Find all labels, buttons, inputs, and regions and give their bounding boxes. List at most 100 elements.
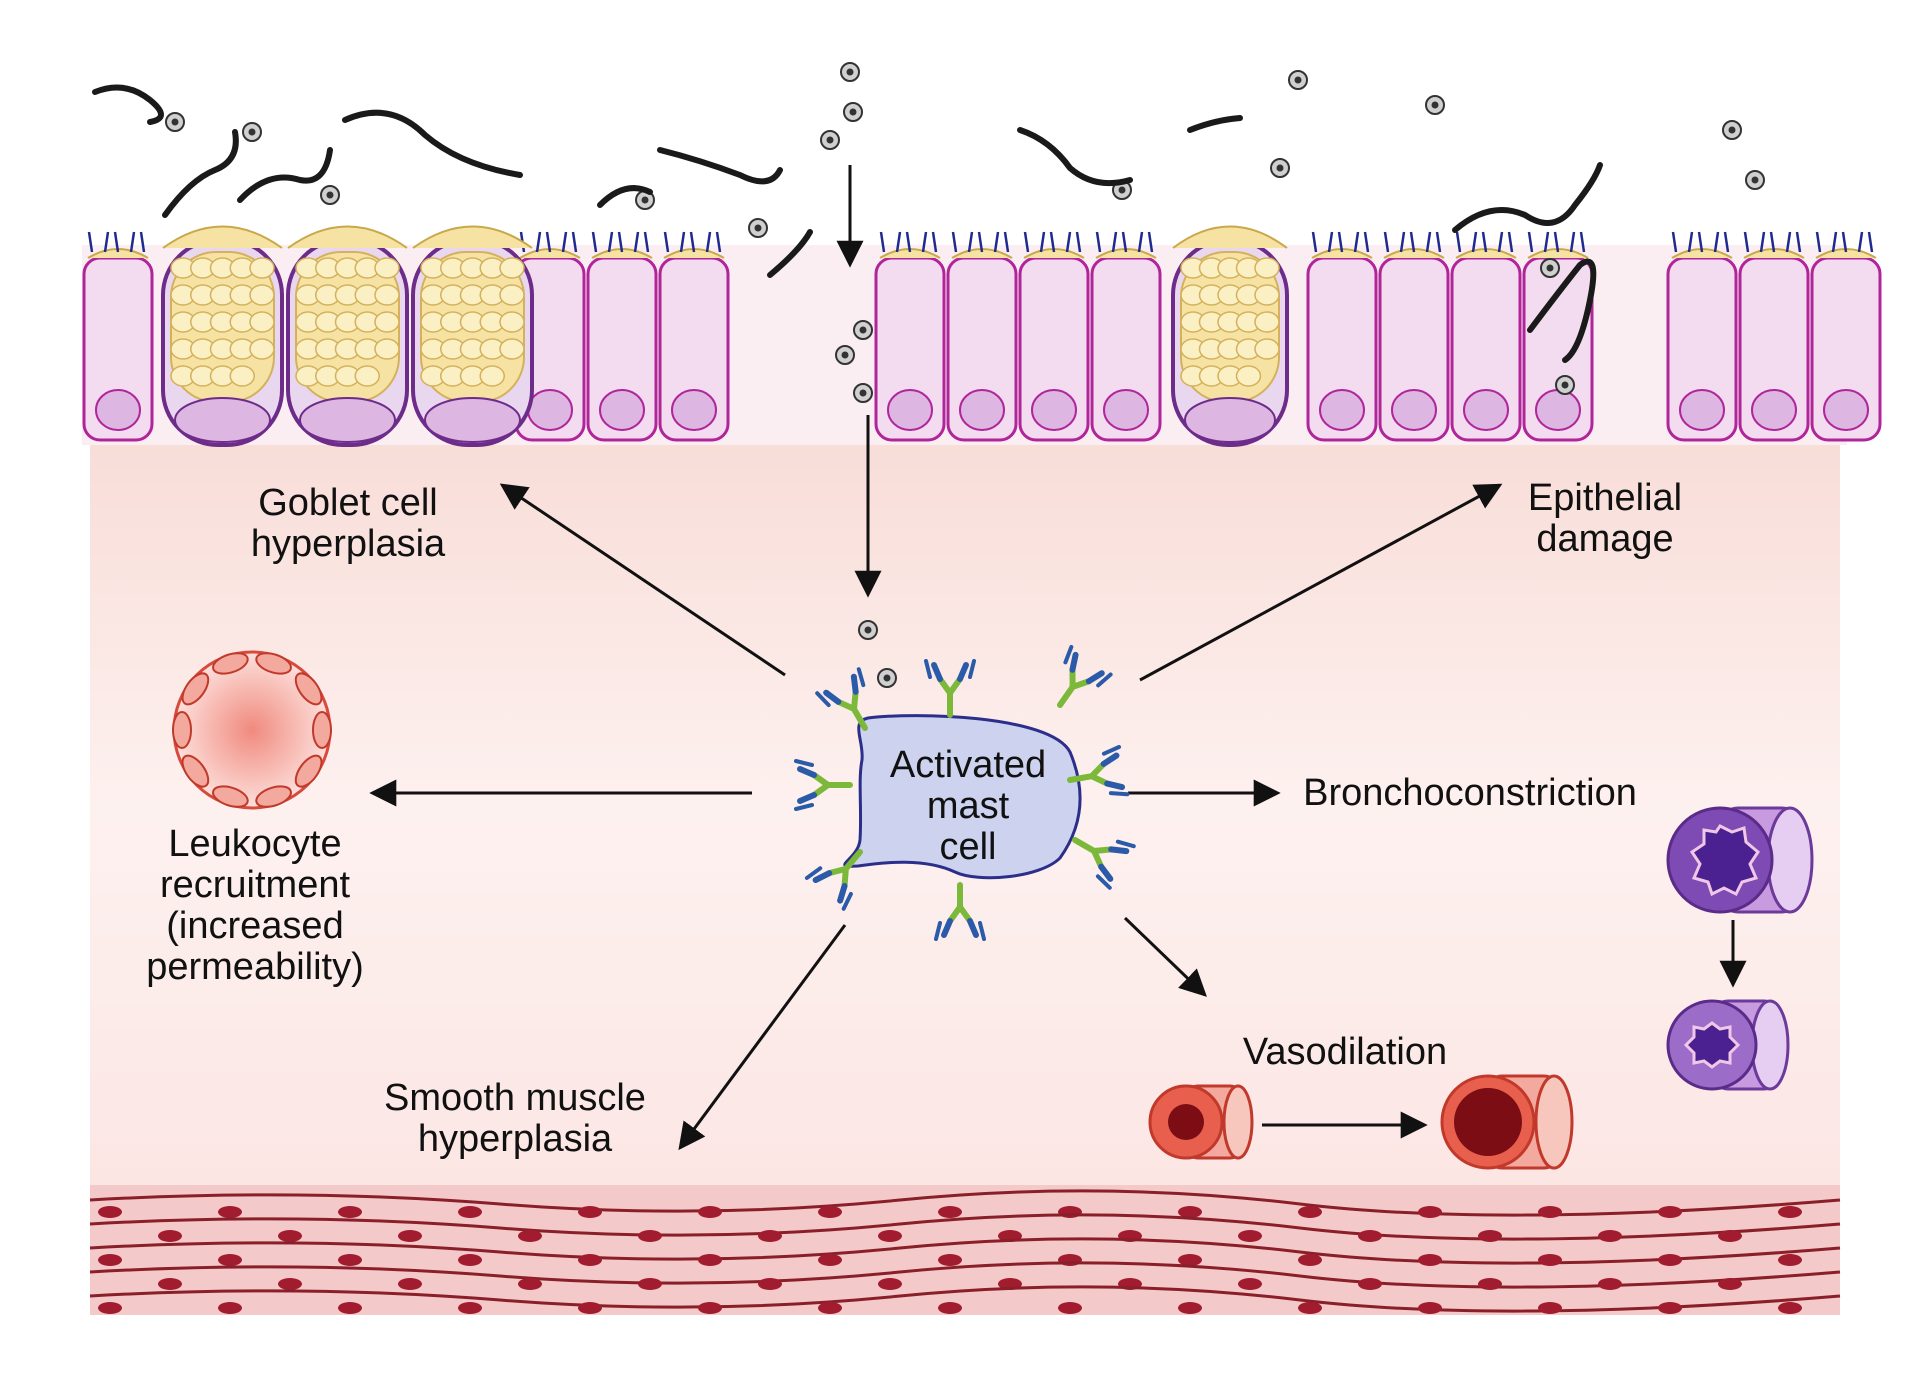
cilium (977, 231, 984, 253)
cilium (1527, 231, 1534, 253)
cilium (1697, 231, 1704, 253)
muscle-nucleus (938, 1254, 962, 1266)
muscle-nucleus (758, 1278, 782, 1290)
muscle-nucleus (818, 1206, 842, 1218)
allergen-particle-core (1751, 176, 1759, 184)
muscle-nucleus (1538, 1302, 1562, 1314)
cilium (1039, 231, 1046, 253)
cilium (1723, 231, 1730, 253)
muscle-nucleus (1358, 1278, 1382, 1290)
endothelial-cell (312, 711, 332, 749)
muscle-nucleus (1538, 1254, 1562, 1266)
allergen-particle-core (883, 674, 891, 682)
cilium (1121, 231, 1128, 253)
cilium (1553, 231, 1560, 253)
cilium (1543, 231, 1550, 253)
goblet-nucleus (299, 397, 396, 443)
mast-cell (796, 647, 1134, 939)
cell-nucleus (1391, 389, 1437, 431)
muscle-fibre (89, 1285, 1841, 1313)
cilium (705, 231, 712, 253)
muscle-nucleus (1298, 1206, 1322, 1218)
allergen-particle-core (754, 224, 762, 232)
mucus-secretion (162, 225, 283, 249)
muscle-nucleus (278, 1230, 302, 1242)
cilium (1867, 231, 1874, 253)
allergen-particle-core (826, 136, 834, 144)
granule (354, 365, 380, 387)
muscle-nucleus (1658, 1206, 1682, 1218)
cilium (905, 231, 912, 253)
worm-icon (1527, 258, 1597, 363)
mucus-secretion (287, 225, 408, 249)
cilium (1713, 231, 1720, 253)
cilium (1857, 231, 1864, 253)
allergen-particle-core (171, 118, 179, 126)
allergen-particle-core (248, 128, 256, 136)
muscle-nucleus (338, 1206, 362, 1218)
cilium (1569, 231, 1576, 253)
muscle-nucleus (1238, 1230, 1262, 1242)
allergen-particle-core (641, 196, 649, 204)
endothelial-cell (172, 711, 192, 749)
cilium (1327, 231, 1334, 253)
cilium (139, 231, 146, 253)
worm-icon (597, 185, 653, 208)
muscle-nucleus (1418, 1206, 1442, 1218)
blood-vessel-icon-small (1148, 1084, 1254, 1160)
muscle-nucleus (1538, 1206, 1562, 1218)
cilium (921, 231, 928, 253)
cilium (1095, 231, 1102, 253)
effect-arrows (369, 165, 1747, 1151)
allergen-particle-core (864, 626, 872, 634)
cilium (1399, 231, 1406, 253)
cilium (617, 231, 624, 253)
muscle-nucleus (1478, 1278, 1502, 1290)
allergen-particle-core (1728, 126, 1736, 134)
arrow-vasodilation (1123, 916, 1207, 997)
muscle-nucleus (98, 1254, 122, 1266)
muscle-nucleus (818, 1302, 842, 1314)
muscle-nucleus (878, 1230, 902, 1242)
endothelial-cell (181, 672, 210, 706)
cilium (571, 231, 578, 253)
muscle-nucleus (98, 1206, 122, 1218)
cilium (1671, 231, 1678, 253)
arrow-epithelial (1139, 483, 1503, 682)
cell-nucleus (1463, 389, 1509, 431)
cilium (1075, 231, 1082, 253)
cilium (1363, 231, 1370, 253)
cell-nucleus (1319, 389, 1365, 431)
muscle-nucleus (578, 1302, 602, 1314)
muscle-nucleus (1238, 1278, 1262, 1290)
granule (499, 311, 525, 333)
muscle-nucleus (158, 1230, 182, 1242)
cilium (679, 231, 686, 253)
cilium (1481, 231, 1488, 253)
muscle-nucleus (698, 1206, 722, 1218)
granule (374, 284, 400, 306)
muscle-nucleus (1298, 1302, 1322, 1314)
cilium (591, 231, 598, 253)
cilium (129, 231, 136, 253)
muscle-nucleus (1598, 1278, 1622, 1290)
muscle-nucleus (1178, 1206, 1202, 1218)
cilium (1435, 231, 1442, 253)
cilium (879, 231, 886, 253)
granule (374, 311, 400, 333)
cilium (643, 231, 650, 253)
cilium (951, 231, 958, 253)
cilium (1759, 231, 1766, 253)
muscle-nucleus (698, 1302, 722, 1314)
worm-icon (1187, 115, 1243, 133)
cilium (1337, 231, 1344, 253)
muscle-nucleus (578, 1254, 602, 1266)
allergen-particle-core (1431, 101, 1439, 109)
allergen-particle-core (846, 68, 854, 76)
muscle-nucleus (338, 1254, 362, 1266)
granule (229, 365, 255, 387)
